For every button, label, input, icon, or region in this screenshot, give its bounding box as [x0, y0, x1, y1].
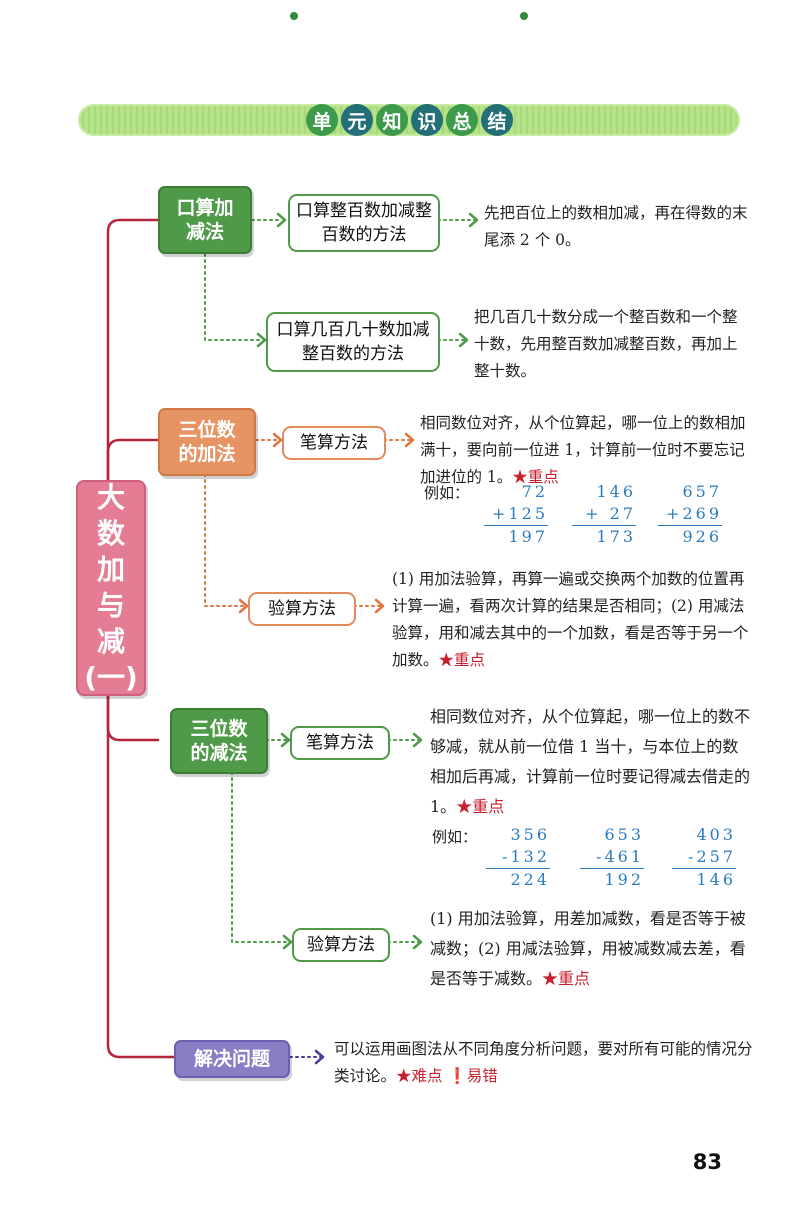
category-oral-addsub: 口算加减法 — [158, 186, 252, 254]
sub-example-1: 356 -132 224 — [486, 824, 550, 891]
title-char: 识 — [411, 104, 443, 136]
key-point-tag: ★重点 — [456, 797, 505, 816]
title-banner — [78, 104, 740, 136]
method-add-written: 笔算方法 — [282, 426, 386, 460]
text-sub-check: (1) 用加法验算，用差加减数，看是否等于被减数；(2) 用减法验算，用被减数减… — [430, 909, 746, 988]
key-point-tag: ★重点 — [512, 468, 559, 486]
text-oral-whole-hundreds: 先把百位上的数相加减，再在得数的末尾添 2 个 0。 — [484, 204, 748, 249]
title-char: 单 — [306, 104, 338, 136]
category-problem-solving: 解决问题 — [174, 1040, 290, 1078]
text-problem-solving: 可以运用画图法从不同角度分析问题，要对所有可能的情况分类讨论。★难点 ❗易错 — [334, 1040, 753, 1085]
add-example-2: 146 + 27 173 — [572, 481, 636, 548]
method-sub-check: 验算方法 — [292, 928, 390, 962]
title-char: 总 — [446, 104, 478, 136]
main-topic: 大 数 加 与 减 (一) — [76, 480, 146, 696]
main-topic-line: 减 — [96, 625, 125, 658]
text-add-written: 相同数位对齐，从个位算起，哪一位上的数相加满十，要向前一位进 1，计算前一位时不… — [420, 414, 746, 486]
main-topic-line: (一) — [84, 661, 138, 694]
banner-dot-right — [520, 12, 528, 20]
difficult-point-tag: ★难点 — [396, 1067, 443, 1085]
sub-example-2: 653 -461 192 — [580, 824, 644, 891]
add-example-1: 72 +125 197 — [484, 481, 548, 548]
add-example-3: 657 +269 926 — [658, 481, 722, 548]
error-prone-tag: ❗易错 — [447, 1067, 498, 1085]
title-char: 知 — [376, 104, 408, 136]
category-three-digit-subtraction: 三位数的减法 — [170, 708, 268, 774]
method-oral-hundreds-tens: 口算几百几十数加减整百数的方法 — [266, 312, 440, 372]
method-oral-whole-hundreds: 口算整百数加减整百数的方法 — [288, 194, 440, 252]
main-topic-line: 与 — [96, 589, 125, 622]
method-add-check: 验算方法 — [248, 592, 356, 626]
text-sub-written: 相同数位对齐，从个位算起，哪一位上的数不够减，就从前一位借 1 当十，与本位上的… — [430, 707, 751, 816]
banner-dot-left — [290, 12, 298, 20]
examples-label: 例如： — [432, 828, 478, 846]
title-char: 元 — [341, 104, 373, 136]
main-topic-line: 数 — [96, 517, 125, 550]
text-add-check: (1) 用加法验算，再算一遍或交换两个加数的位置再计算一遍，看两次计算的结果是否… — [392, 570, 749, 669]
text-oral-hundreds-tens: 把几百几十数分成一个整百数和一个整十数，先用整百数加减整百数，再加上整十数。 — [474, 308, 738, 380]
main-topic-line: 加 — [96, 553, 125, 586]
main-topic-line: 大 — [96, 481, 125, 514]
key-point-tag: ★重点 — [438, 651, 486, 669]
method-sub-written: 笔算方法 — [290, 726, 390, 760]
key-point-tag: ★重点 — [542, 969, 591, 988]
page-number: 83 — [692, 1150, 722, 1174]
category-three-digit-addition: 三位数的加法 — [158, 408, 256, 476]
examples-label: 例如： — [424, 484, 470, 502]
title-char: 结 — [481, 104, 513, 136]
sub-example-3: 403 -257 146 — [672, 824, 736, 891]
